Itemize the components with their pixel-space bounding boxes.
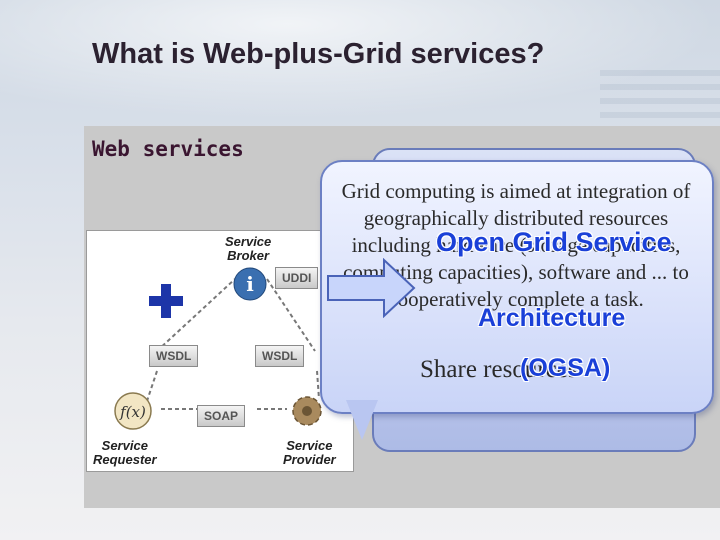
background-glow: [0, 0, 720, 120]
ogsa-line-2: Architecture: [478, 304, 626, 332]
soap-tag: SOAP: [197, 405, 246, 427]
panel-title: Web services: [92, 137, 244, 161]
function-icon: f(x): [114, 392, 152, 430]
callout-bubble: [320, 160, 714, 414]
wsdl-right-tag: WSDL: [255, 345, 305, 367]
diagram-lines: [146, 278, 320, 410]
slide-title: What is Web-plus-Grid services?: [92, 38, 545, 70]
grid-description: Grid computing is aimed at integration o…: [341, 179, 691, 311]
right-arrow-icon: [327, 258, 416, 318]
plus-icon: [149, 284, 183, 318]
uddi-tag: UDDI: [275, 267, 319, 289]
svg-text:f(x): f(x): [119, 403, 146, 421]
ogsa-line-1: Open Grid Service: [436, 227, 672, 257]
share-resources: Share resources: [420, 356, 578, 383]
ogsa-line-3: (OGSA): [520, 354, 611, 382]
callout-tail: [346, 400, 378, 440]
wsdl-left-tag: WSDL: [149, 345, 199, 367]
info-icon: i: [233, 267, 267, 301]
gear-icon: [292, 396, 322, 426]
svg-text:i: i: [246, 272, 254, 296]
